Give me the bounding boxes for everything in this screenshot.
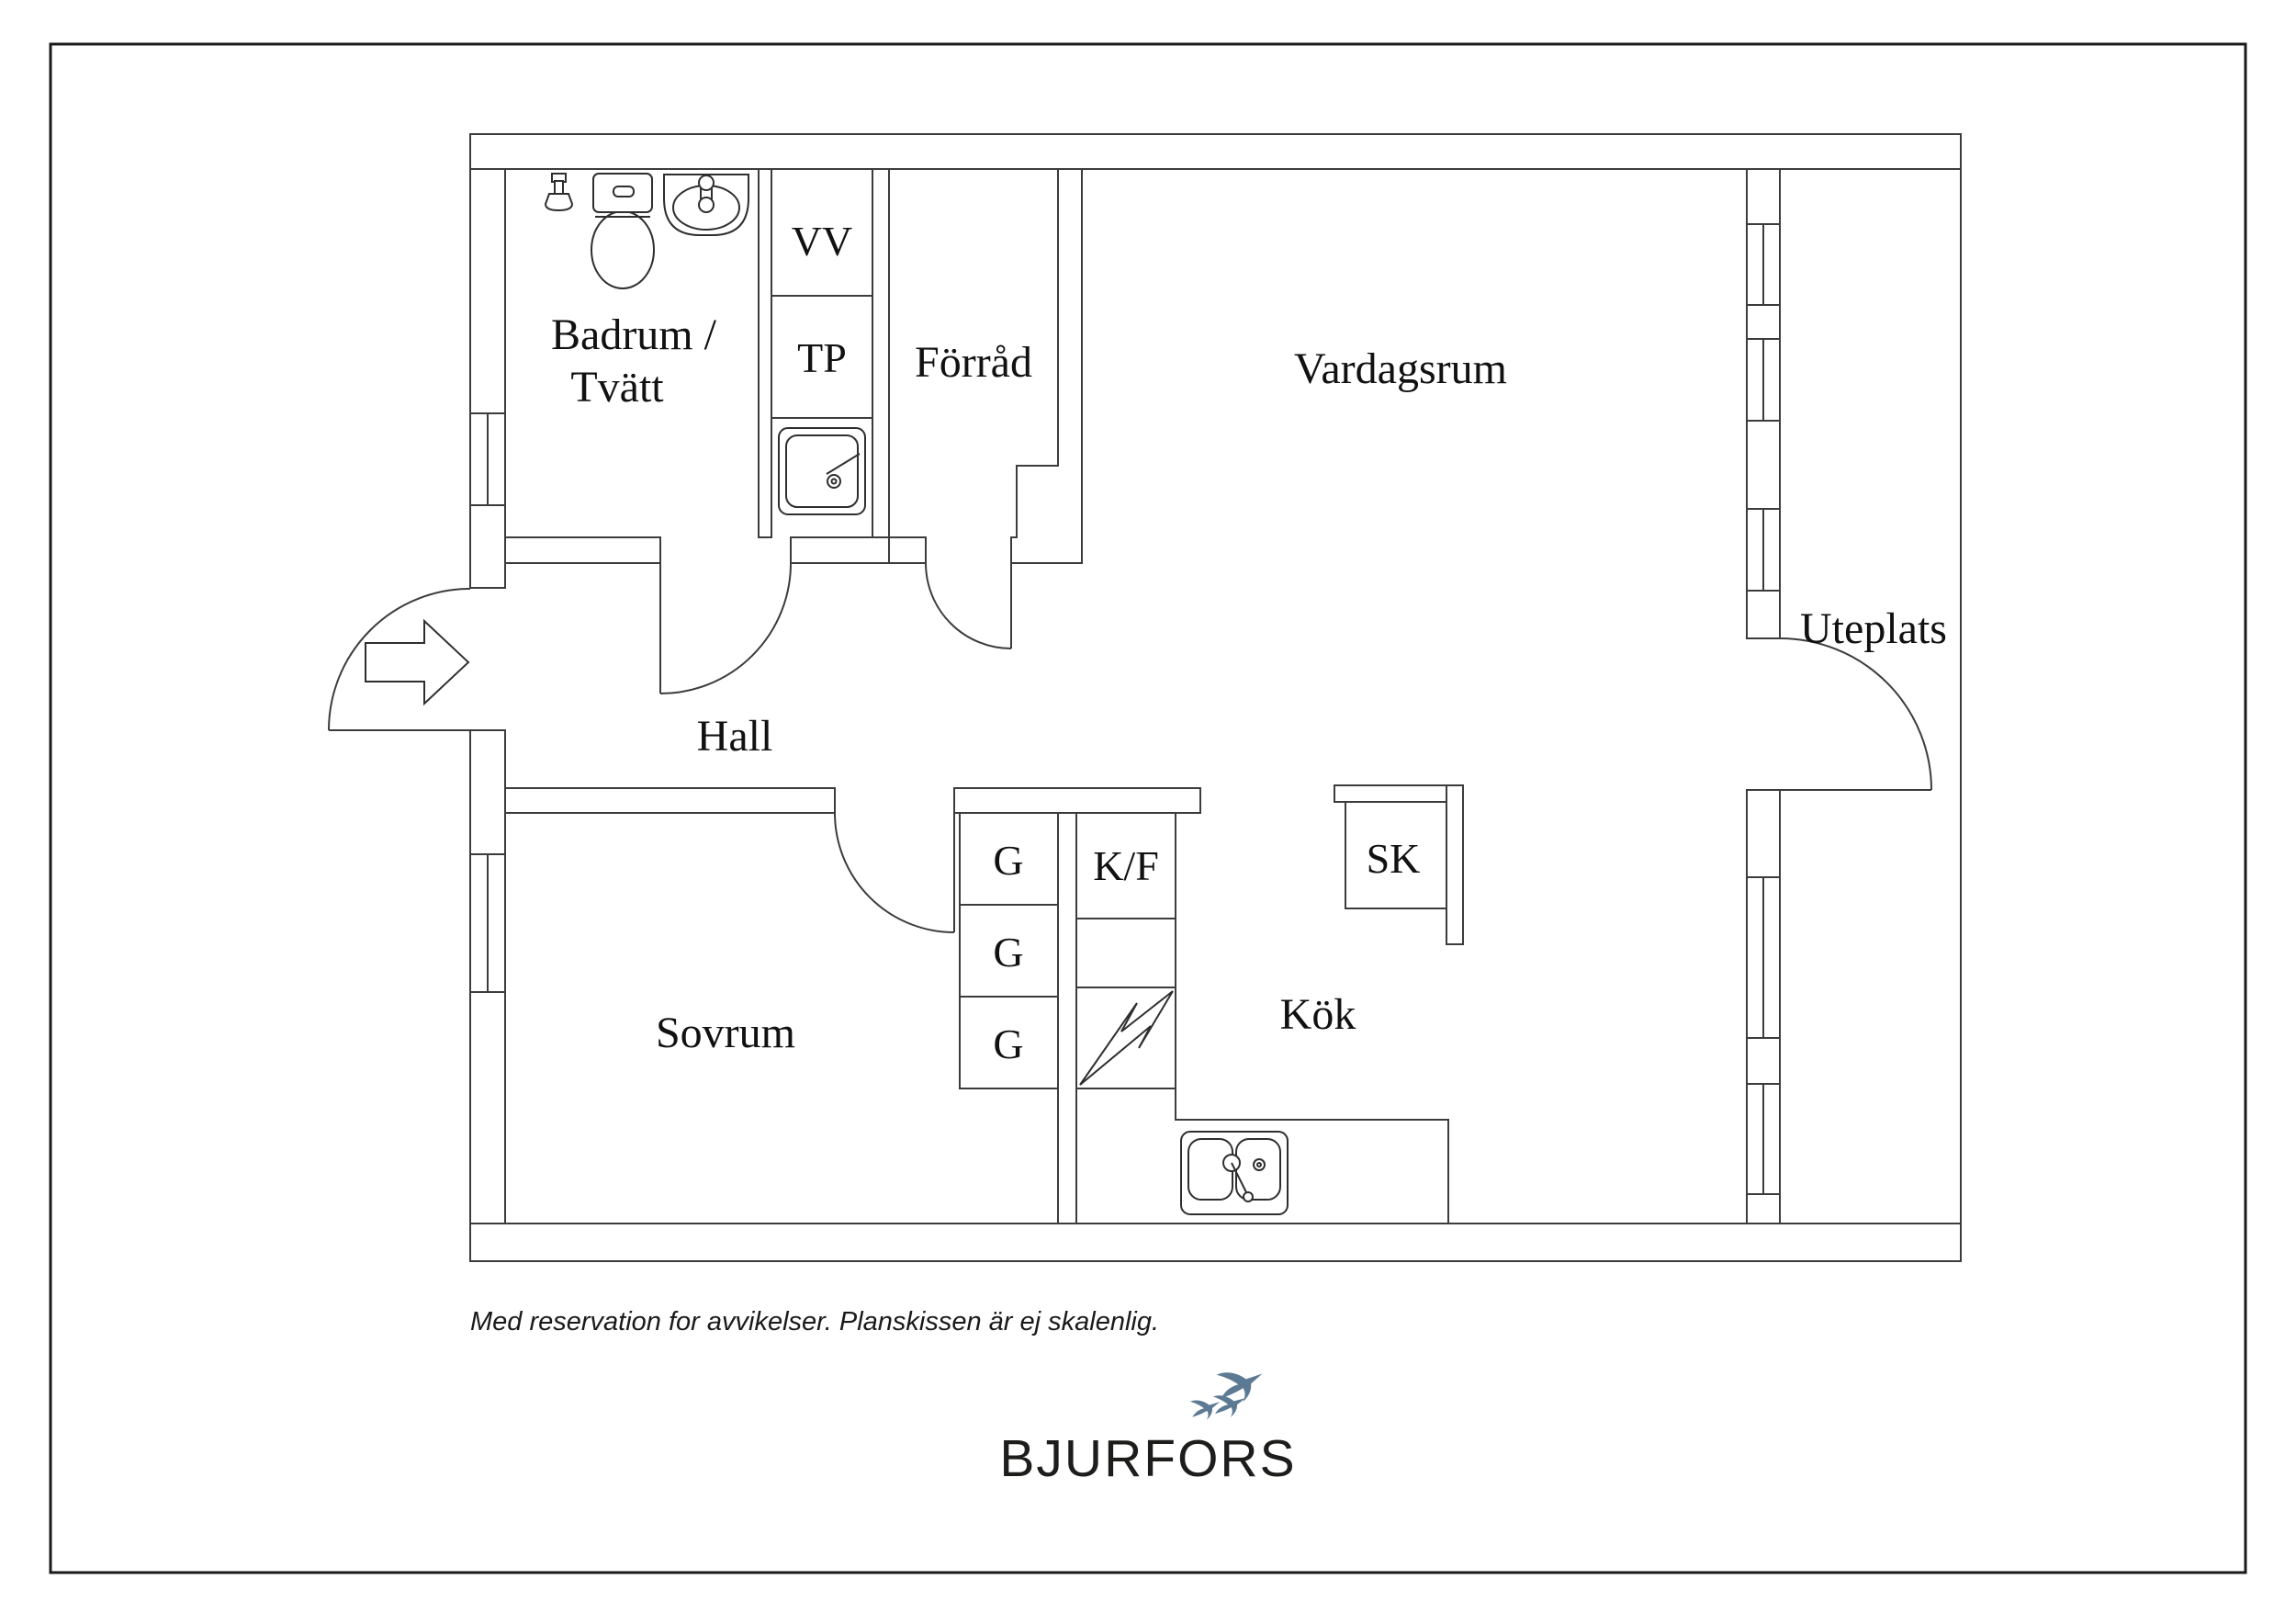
wall-right-5: [1746, 789, 1781, 878]
brand-logo: BJURFORS: [999, 1372, 1296, 1488]
room-label-kitchen: Kök: [1280, 990, 1356, 1039]
washbasin-icon: [663, 174, 749, 236]
patio-door-arc: [1779, 637, 1932, 791]
room-labels: Badrum / Tvätt VV TP Förråd Vardagsrum H…: [551, 218, 1947, 1067]
wall-storage-bottom-a: [888, 536, 927, 564]
room-label-hall: Hall: [697, 712, 773, 761]
wall-left-2: [469, 504, 506, 589]
label-wardrobe-2: G: [993, 929, 1023, 976]
cabinets: [771, 295, 1449, 1224]
room-label-storage: Förråd: [915, 338, 1032, 387]
stove-box: [1075, 987, 1176, 1089]
bird-icon-large: [1216, 1372, 1263, 1403]
wall-right-4: [1746, 590, 1781, 639]
outer-walls: [469, 133, 1962, 1262]
room-label-bedroom: Sovrum: [656, 1009, 795, 1057]
wall-right-3: [1746, 420, 1781, 510]
doors: [328, 562, 1932, 933]
wall-left-4: [469, 991, 506, 1224]
bedroom-door-arc: [834, 812, 955, 933]
wardrobe-box-3: [959, 996, 1059, 1089]
brand-logo-text: BJURFORS: [999, 1429, 1296, 1488]
wall-closet-header: [953, 787, 1201, 814]
wall-bathroom-bottom-b: [790, 536, 890, 564]
wall-right-2: [1746, 304, 1781, 340]
wall-storage-living-divider: [1010, 168, 1083, 564]
wall-top: [469, 133, 1962, 170]
wall-bathroom-bottom-a: [504, 536, 661, 564]
room-label-bathroom-line2: Tvätt: [570, 363, 664, 412]
interior-walls: [504, 168, 1464, 1224]
wall-bedroom-top: [504, 787, 836, 814]
wall-left-1: [469, 168, 506, 414]
entrance-door-arc: [328, 588, 471, 731]
bird-icon-small: [1189, 1400, 1221, 1420]
wall-closet-right: [872, 168, 890, 564]
wall-bathroom-right: [758, 168, 772, 538]
disclaimer-text: Med reservation for avvikelser. Planskis…: [470, 1307, 1159, 1336]
wall-right-6: [1746, 1037, 1781, 1085]
kitchen-sink-icon: [1180, 1131, 1289, 1215]
laundry-sink-icon: [778, 427, 866, 515]
entrance-arrow-icon: [365, 618, 470, 706]
room-label-living: Vardagsrum: [1294, 344, 1507, 393]
wall-sk-right-bar: [1446, 784, 1464, 945]
storage-door-arc: [925, 562, 1012, 649]
room-label-bathroom-line1: Badrum /: [551, 310, 717, 359]
wall-sk-top-bar: [1334, 784, 1464, 803]
wall-bottom: [469, 1223, 1962, 1262]
room-label-patio: Uteplats: [1800, 604, 1947, 653]
kitchen-counter-outline: [1175, 1088, 1449, 1224]
windows: [469, 223, 1781, 1195]
cabinet-sk-box: [1345, 801, 1447, 909]
wall-left-3: [469, 729, 506, 855]
bathroom-door-arc: [659, 562, 792, 694]
label-fridge-freezer: K/F: [1093, 842, 1159, 889]
label-wardrobe-3: G: [993, 1021, 1023, 1067]
bird-icon-medium: [1212, 1395, 1246, 1417]
shower-icon: [544, 173, 574, 212]
label-wardrobe-1: G: [993, 837, 1023, 884]
stove-icon: [1079, 990, 1174, 1086]
wall-right-1: [1746, 168, 1781, 225]
wall-right-7: [1746, 1193, 1781, 1224]
fixtures: [544, 173, 1289, 1215]
label-tp: TP: [797, 334, 847, 381]
wall-bedroom-kitchen-divider: [1057, 812, 1077, 1224]
label-vv: VV: [792, 218, 852, 265]
label-sk: SK: [1367, 835, 1421, 882]
toilet-icon: [591, 173, 655, 289]
